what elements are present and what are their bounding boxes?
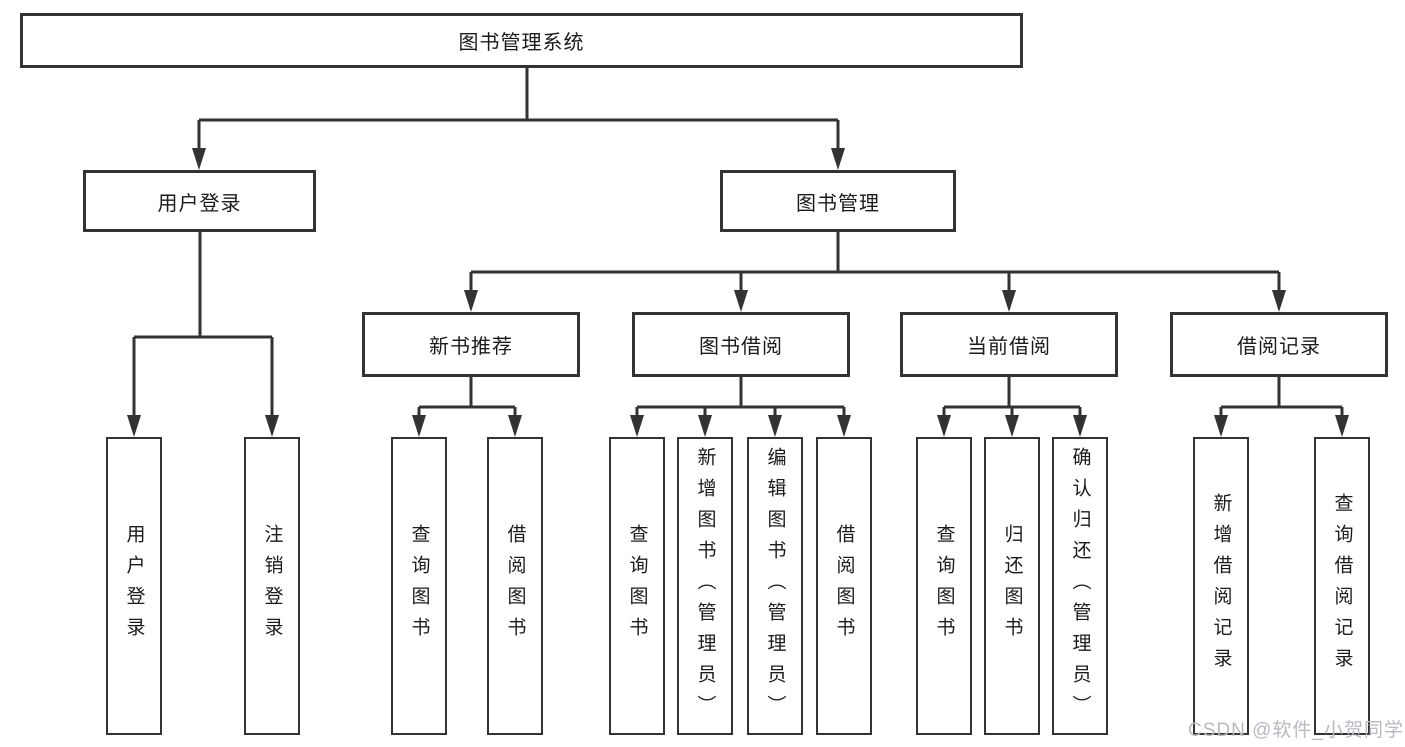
leaf-borrow-edit-book-admin: 编辑图书（管理员） (747, 437, 803, 735)
leaf-user-login-label: 用户登录 (123, 524, 145, 648)
leaf-recommend-borrow-book: 借阅图书 (487, 437, 543, 735)
arrowhead (192, 148, 206, 170)
node-current-borrowing-label: 当前借阅 (967, 336, 1051, 358)
arrowhead (127, 415, 141, 437)
leaf-current-return-book-label: 归还图书 (1001, 524, 1023, 648)
leaf-recommend-query-book-label: 查询图书 (408, 524, 430, 648)
leaf-current-query-book-label: 查询图书 (933, 524, 955, 648)
arrowheads (127, 148, 1349, 437)
leaf-logout: 注销登录 (244, 437, 300, 735)
leaf-borrow-add-book-admin: 新增图书（管理员） (677, 437, 733, 735)
connector-root-to-level2 (197, 68, 840, 148)
node-new-book-recommend: 新书推荐 (362, 312, 580, 377)
arrowhead (1335, 415, 1349, 437)
arrowhead (464, 290, 478, 312)
node-borrowing-records: 借阅记录 (1170, 312, 1388, 377)
leaf-borrow-borrow-book: 借阅图书 (816, 437, 872, 735)
arrowhead (1002, 290, 1016, 312)
node-borrowing-records-label: 借阅记录 (1237, 336, 1321, 358)
leaf-logout-label: 注销登录 (261, 524, 283, 648)
arrowhead (1214, 415, 1228, 437)
leaf-current-confirm-return-admin-label: 确认归还（管理员） (1069, 446, 1091, 726)
node-book-borrowing-label: 图书借阅 (699, 336, 783, 358)
leaf-user-login: 用户登录 (106, 437, 162, 735)
connector-newbookrec-to-leaves (417, 377, 517, 415)
node-book-borrowing: 图书借阅 (632, 312, 850, 377)
leaf-borrow-borrow-book-label: 借阅图书 (833, 524, 855, 648)
leaf-borrow-query-book: 查询图书 (609, 437, 665, 735)
node-root-label: 图书管理系统 (458, 32, 585, 54)
node-root: 图书管理系统 (20, 13, 1023, 68)
leaf-current-query-book: 查询图书 (916, 437, 972, 735)
node-new-book-recommend-label: 新书推荐 (429, 336, 513, 358)
leaf-record-add-record: 新增借阅记录 (1193, 437, 1249, 735)
leaf-current-confirm-return-admin: 确认归还（管理员） (1052, 437, 1108, 735)
arrowhead (265, 415, 279, 437)
leaf-record-query-record: 查询借阅记录 (1314, 437, 1370, 735)
arrowhead (508, 415, 522, 437)
arrowhead (937, 415, 951, 437)
leaf-record-add-record-label: 新增借阅记录 (1210, 493, 1232, 679)
node-user-login: 用户登录 (83, 170, 316, 232)
arrowhead (831, 148, 845, 170)
leaf-borrow-query-book-label: 查询图书 (626, 524, 648, 648)
connector-currentborrow-to-leaves (942, 377, 1082, 415)
arrowhead (1272, 290, 1286, 312)
arrowhead (768, 415, 782, 437)
node-book-management-label: 图书管理 (796, 192, 880, 215)
leaf-borrow-add-book-admin-label: 新增图书（管理员） (694, 446, 716, 726)
leaf-current-return-book: 归还图书 (984, 437, 1040, 735)
node-user-login-label: 用户登录 (157, 192, 242, 215)
connector-borrowrecord-to-leaves (1219, 377, 1344, 415)
connector-bookborrow-to-leaves (635, 377, 846, 415)
node-current-borrowing: 当前借阅 (900, 312, 1118, 377)
leaf-borrow-edit-book-admin-label: 编辑图书（管理员） (764, 446, 786, 726)
connector-bookmgmt-to-level3 (469, 232, 1281, 290)
node-book-management: 图书管理 (720, 170, 956, 232)
leaf-recommend-query-book: 查询图书 (391, 437, 447, 735)
connector-userlogin-to-leaves (132, 232, 274, 415)
arrowhead (630, 415, 644, 437)
arrowhead (1073, 415, 1087, 437)
arrowhead (734, 290, 748, 312)
arrowhead (412, 415, 426, 437)
csdn-watermark: CSDN @软件_小贺同学 (1188, 720, 1404, 741)
arrowhead (698, 415, 712, 437)
arrowhead (837, 415, 851, 437)
arrowhead (1005, 415, 1019, 437)
leaf-record-query-record-label: 查询借阅记录 (1331, 493, 1353, 679)
leaf-recommend-borrow-book-label: 借阅图书 (504, 524, 526, 648)
